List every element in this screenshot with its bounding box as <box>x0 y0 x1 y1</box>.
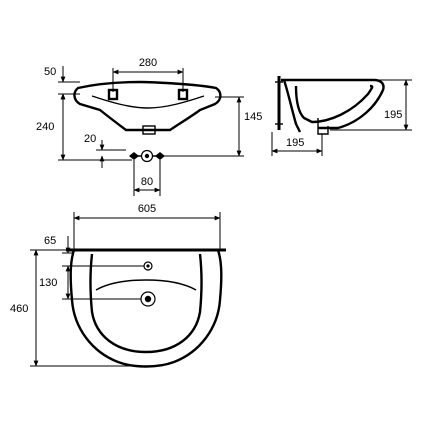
dim-label-20: 20 <box>84 133 96 145</box>
side-basin-outer <box>281 78 385 130</box>
dim-label-130: 130 <box>39 277 57 289</box>
side-section-view: 195 195 <box>271 76 412 156</box>
dim-label-280: 280 <box>139 57 157 69</box>
dim-label-50: 50 <box>44 66 56 78</box>
dim-label-195-horizontal: 195 <box>286 137 304 149</box>
dim-label-460: 460 <box>10 303 28 315</box>
front-drain-stub <box>142 125 156 135</box>
plan-tap-hole-core <box>146 264 150 268</box>
dim-label-605: 605 <box>138 203 156 215</box>
left-valve-icon <box>129 152 139 160</box>
side-drain-trap <box>317 118 329 135</box>
dim-label-65: 65 <box>44 235 56 247</box>
dim-label-195-vertical: 195 <box>384 109 402 121</box>
plan-inner-bowl <box>89 253 203 354</box>
front-basin-outline <box>73 80 222 132</box>
dim-label-80: 80 <box>141 176 153 188</box>
front-elevation-view: 280 50 240 145 20 80 <box>36 57 262 196</box>
waste-outlet-core <box>144 153 150 159</box>
side-basin-back <box>282 79 302 133</box>
front-bowl-line <box>91 95 205 109</box>
dim-label-145: 145 <box>244 111 262 123</box>
side-basin-inner <box>294 84 374 124</box>
dim-label-240: 240 <box>36 121 54 133</box>
plan-bowl-ledge <box>95 279 197 291</box>
plan-view: 605 65 130 460 <box>10 203 226 368</box>
plan-drain-core <box>144 295 152 303</box>
